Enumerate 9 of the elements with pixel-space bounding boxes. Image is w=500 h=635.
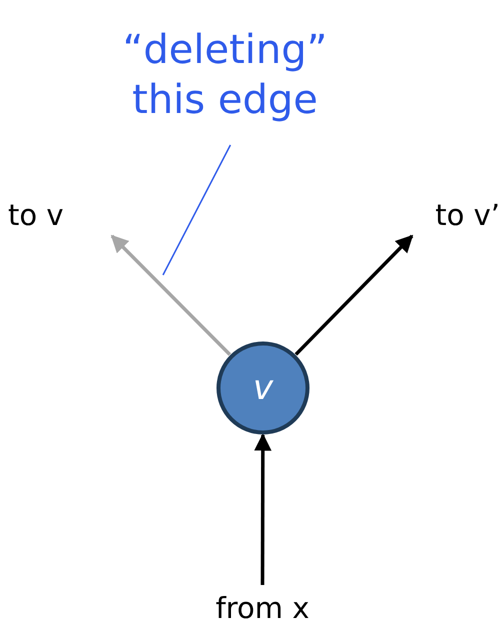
edge-end-label: from x xyxy=(216,590,310,626)
leader-line xyxy=(162,144,232,276)
arrow xyxy=(254,433,272,585)
arrow xyxy=(294,234,414,356)
arrow xyxy=(110,234,232,356)
edge-end-label: to v xyxy=(8,197,64,234)
vertex-label: v xyxy=(252,366,274,410)
edge-end-label: to v’ xyxy=(435,197,500,234)
callout-text: “deleting” this edge xyxy=(122,26,328,125)
